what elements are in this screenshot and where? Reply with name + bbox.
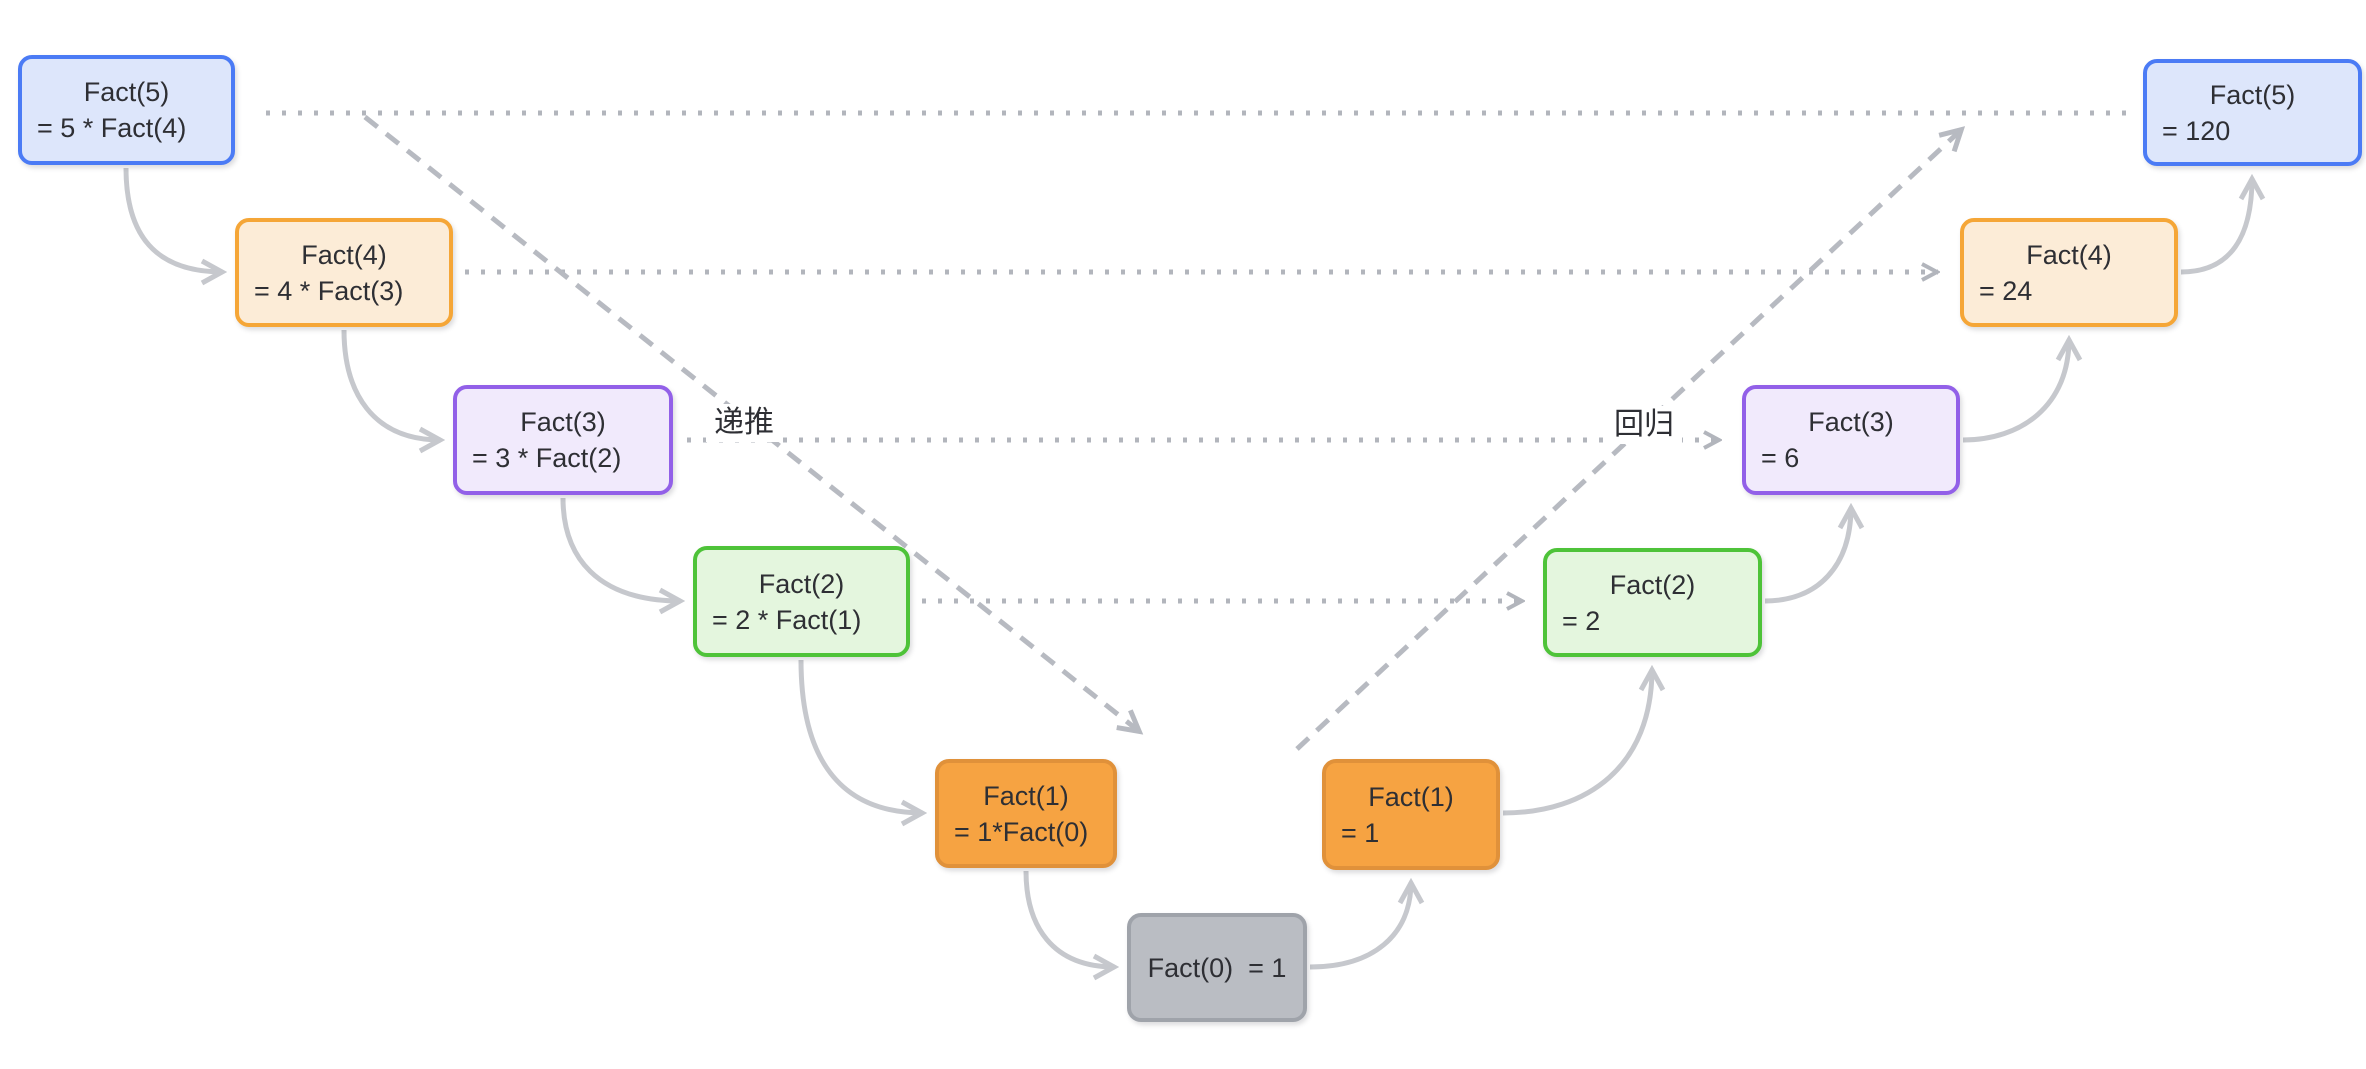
node-value: = 120 bbox=[2162, 115, 2231, 146]
node-fact2-return: Fact(2) = 2 bbox=[1543, 548, 1762, 657]
return-arrow-fact1-to-fact2 bbox=[1502, 669, 1652, 816]
node-title: Fact(2) bbox=[1609, 569, 1696, 600]
node-fact1-return: Fact(1) = 1 bbox=[1322, 759, 1500, 870]
node-title: Fact(4) bbox=[301, 239, 387, 270]
node-fact3-call: Fact(3) = 3 * Fact(2) bbox=[453, 385, 673, 495]
node-expression: = 2 * Fact(1) bbox=[712, 604, 862, 635]
node-expression: = 1*Fact(0) bbox=[954, 816, 1089, 847]
node-title: Fact(0) = 1 bbox=[1147, 952, 1287, 983]
return-arrow-fact3-to-fact4 bbox=[1962, 339, 2069, 443]
node-value: = 2 bbox=[1562, 605, 1601, 636]
node-title: Fact(1) bbox=[1368, 781, 1454, 812]
call-arrow-fact2-to-fact1 bbox=[798, 659, 923, 813]
node-fact5-call: Fact(5) = 5 * Fact(4) bbox=[18, 55, 235, 165]
node-title: Fact(1) bbox=[983, 780, 1069, 811]
node-title: Fact(3) bbox=[1808, 407, 1894, 437]
call-arrow-fact5-to-fact4 bbox=[123, 167, 223, 272]
node-expression: = 4 * Fact(3) bbox=[254, 275, 404, 306]
node-title: Fact(3) bbox=[520, 407, 606, 437]
recurse-phase-label: 递推 bbox=[706, 404, 782, 442]
node-expression: = 5 * Fact(4) bbox=[37, 113, 187, 143]
node-title: Fact(4) bbox=[2026, 239, 2112, 270]
call-arrow-fact3-to-fact2 bbox=[560, 497, 681, 601]
dashed-return-diagonal bbox=[1295, 129, 1962, 751]
call-arrow-fact4-to-fact3 bbox=[341, 329, 441, 440]
return-arrow-fact4-to-fact5 bbox=[2180, 178, 2252, 275]
node-fact5-return: Fact(5) = 120 bbox=[2143, 59, 2362, 166]
node-fact2-call: Fact(2) = 2 * Fact(1) bbox=[693, 546, 910, 657]
return-phase-label: 回归 bbox=[1606, 406, 1682, 444]
node-fact4-call: Fact(4) = 4 * Fact(3) bbox=[235, 218, 453, 327]
node-expression: = 3 * Fact(2) bbox=[472, 443, 622, 473]
node-value: = 24 bbox=[1979, 275, 2033, 306]
node-title: Fact(5) bbox=[2209, 79, 2296, 110]
node-fact1-call: Fact(1) = 1*Fact(0) bbox=[935, 759, 1117, 868]
node-fact0-base: Fact(0) = 1 bbox=[1127, 913, 1307, 1022]
call-arrow-fact1-to-fact0 bbox=[1023, 870, 1115, 967]
node-title: Fact(5) bbox=[83, 77, 170, 107]
node-title: Fact(2) bbox=[758, 568, 845, 599]
return-arrow-fact0-to-fact1 bbox=[1309, 882, 1411, 970]
node-fact3-return: Fact(3) = 6 bbox=[1742, 385, 1960, 495]
node-value: = 1 bbox=[1341, 817, 1380, 848]
node-value: = 6 bbox=[1761, 443, 1800, 473]
node-fact4-return: Fact(4) = 24 bbox=[1960, 218, 2178, 327]
return-arrow-fact2-to-fact3 bbox=[1764, 507, 1851, 604]
